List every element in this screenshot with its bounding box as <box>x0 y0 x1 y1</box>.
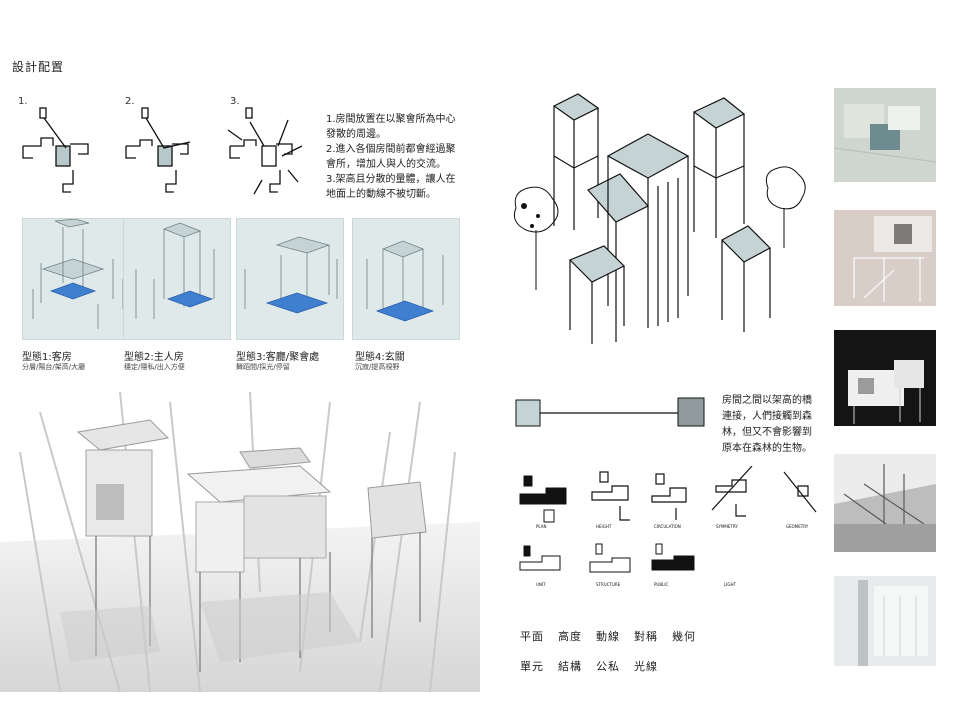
keyword: 單元 <box>520 660 544 673</box>
model-photo-2 <box>834 210 936 306</box>
type-3-sub: 舞蹈間/採光/停留 <box>236 363 290 371</box>
type-panel-2 <box>123 218 231 340</box>
step-3-label: 3. <box>230 96 240 107</box>
thumb-label: SYMMETRY <box>716 524 738 529</box>
type-1-title: 型態1:客房 <box>22 352 72 363</box>
bridge-line: 林，但又不會影響到 <box>722 427 812 438</box>
step-2-label: 2. <box>125 96 135 107</box>
model-photo-1 <box>834 88 936 182</box>
bridge-line: 原本在森林的生物。 <box>722 443 812 454</box>
design-notes: 1.房間放置在以聚會所為中心 發散的周邊。 2.進入各個房間前都會經過聚 會所，… <box>326 112 476 202</box>
type-4-sub: 沉寂/提高視野 <box>355 363 400 371</box>
model-photo <box>0 392 480 692</box>
axonometric-drawing <box>513 93 806 344</box>
thumb-label: PLAN <box>536 524 546 529</box>
note-line: 發散的周邊。 <box>326 129 386 140</box>
note-line: 地面上的動線不被切斷。 <box>326 189 436 200</box>
type-3-title: 型態3:客廳/聚會處 <box>236 352 320 363</box>
page-title: 設計配置 <box>12 60 65 74</box>
thumb-label: CIRCULATION <box>654 524 681 529</box>
model-photo-3 <box>834 330 936 426</box>
type-4-title: 型態4:玄關 <box>355 352 405 363</box>
analysis-thumbnails: PLAN HEIGHT CIRCULATION SYMMETRY GEOMETR… <box>519 466 817 587</box>
keyword: 高度 <box>558 630 582 643</box>
keyword: 公私 <box>596 660 620 673</box>
note-line: 3.架高且分散的量體，讓人在 <box>326 174 456 185</box>
thumb-label: GEOMETRY <box>786 524 809 529</box>
bridge-note: 房間之間以架高的橋 連接，人們接觸到森 林，但又不會影響到 原本在森林的生物。 <box>722 393 822 457</box>
bridge-line: 房間之間以架高的橋 <box>722 395 812 406</box>
keyword: 平面 <box>520 630 544 643</box>
type-panel-3 <box>236 218 344 340</box>
step-1-label: 1. <box>18 96 28 107</box>
thumb-label: UNIT <box>536 582 546 587</box>
type-2-title: 型態2:主人房 <box>124 352 184 363</box>
keyword: 幾何 <box>672 630 696 643</box>
note-line: 會所，增加人與人的交流。 <box>326 159 446 170</box>
layout-step-diagrams <box>22 107 303 195</box>
thumb-label: HEIGHT <box>596 524 612 529</box>
type-panel-1 <box>22 218 130 340</box>
thumb-label: STRUCTURE <box>596 582 621 587</box>
model-photo-5 <box>834 576 936 666</box>
keyword: 光線 <box>634 660 658 673</box>
bridge-diagram <box>515 397 705 427</box>
keyword: 對稱 <box>634 630 658 643</box>
model-photo-4 <box>834 454 936 552</box>
type-1-sub: 分層/陽台/架高/大廳 <box>22 363 86 371</box>
type-2-sub: 穩定/隱私/出入方便 <box>124 363 185 371</box>
note-line: 1.房間放置在以聚會所為中心 <box>326 114 456 125</box>
thumb-label: LIGHT <box>724 582 737 587</box>
thumb-label: PUBLIC <box>654 582 668 587</box>
keyword: 結構 <box>558 660 582 673</box>
note-line: 2.進入各個房間前都會經過聚 <box>326 144 456 155</box>
type-panel-4 <box>352 218 460 340</box>
keyword: 動線 <box>596 630 620 643</box>
bridge-line: 連接，人們接觸到森 <box>722 411 812 422</box>
